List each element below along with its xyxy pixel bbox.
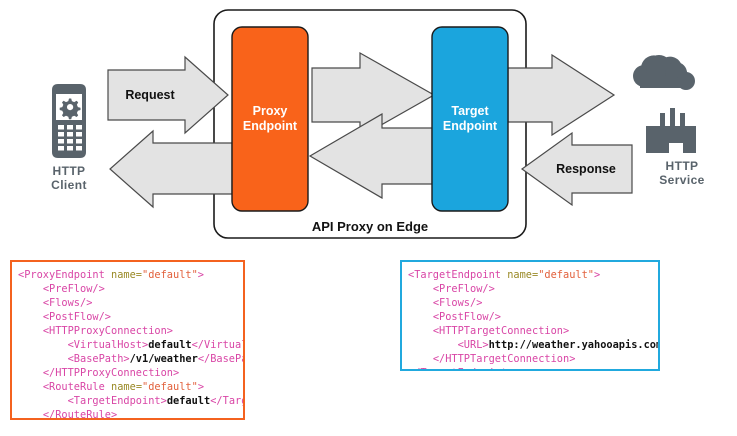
- http-service-node: HTTP Service: [633, 55, 705, 187]
- target-endpoint-box[interactable]: Target Endpoint: [431, 26, 509, 212]
- code-line: <VirtualHost>default</VirtualHost>: [18, 338, 243, 352]
- code-token-text: default: [166, 395, 211, 408]
- phone-keypad: [58, 125, 82, 151]
- code-token-tag: >: [594, 269, 601, 281]
- code-line: <PreFlow/>: [18, 282, 239, 296]
- code-line: <Flows/>: [18, 296, 239, 310]
- api-proxy-container: [213, 9, 527, 239]
- target-endpoint-label-line2: Endpoint: [443, 119, 498, 133]
- proxy-endpoint-box[interactable]: Proxy Endpoint: [231, 26, 309, 212]
- code-token-tag: <PostFlow/>: [432, 311, 502, 324]
- code-token-plain: [18, 381, 43, 393]
- http-client-label-line2: Client: [51, 178, 87, 192]
- code-line: </RouteRule>: [18, 408, 239, 420]
- target-to-proxy-arrow: [308, 112, 433, 200]
- code-token-plain: [18, 409, 43, 418]
- code-token-plain: [18, 325, 43, 337]
- http-client-node: HTTP Client: [51, 84, 87, 192]
- proxy-endpoint-label-line1: Proxy: [253, 104, 288, 118]
- code-token-tag: </HTTPProxyConnection>: [42, 367, 180, 380]
- code-line: </TargetEndpoint>: [408, 366, 654, 369]
- http-service-label-line2: Service: [659, 173, 705, 187]
- code-token-tag: </VirtualHost>: [191, 339, 243, 352]
- target-to-service-arrow: [507, 53, 616, 137]
- code-line: <PostFlow/>: [408, 310, 654, 324]
- cloud-factory-icon: [633, 55, 696, 153]
- code-token-text: /v1/weather: [129, 353, 198, 366]
- code-line: <PreFlow/>: [408, 282, 654, 296]
- code-token-plain: [18, 367, 43, 379]
- code-line: <TargetEndpoint>default</TargetEndpoint>: [18, 394, 243, 408]
- code-token-tag: <ProxyEndpoint: [18, 269, 111, 281]
- request-arrow-label: Request: [125, 88, 175, 102]
- code-token-tag: <BasePath>: [67, 353, 130, 366]
- code-line: <TargetEndpoint name="default">: [408, 268, 654, 282]
- code-token-tag: <HTTPProxyConnection>: [42, 325, 173, 338]
- proxy-endpoint-code-panel: <ProxyEndpoint name="default"> <PreFlow/…: [10, 260, 245, 420]
- code-token-plain: [18, 311, 43, 323]
- code-line: <RouteRule name="default">: [18, 380, 239, 394]
- target-endpoint-label-line1: Target: [451, 104, 489, 118]
- request-arrow: Request: [107, 55, 229, 135]
- code-token-plain: [408, 311, 433, 323]
- code-token-plain: [18, 395, 68, 407]
- code-line: <PostFlow/>: [18, 310, 239, 324]
- code-line: <HTTPProxyConnection>: [18, 324, 239, 338]
- code-token-tag: <URL>: [457, 339, 489, 352]
- target-endpoint-code-panel: <TargetEndpoint name="default"> <PreFlow…: [400, 260, 660, 371]
- code-token-tag: <PostFlow/>: [42, 311, 112, 324]
- code-token-attr: name=: [111, 269, 142, 281]
- code-token-plain: [408, 283, 433, 295]
- gear-icon: [59, 98, 81, 120]
- client-response-arrow: [109, 129, 233, 209]
- code-token-tag: <HTTPTargetConnection>: [432, 325, 570, 338]
- code-token-plain: [408, 297, 433, 309]
- code-token-tag: <TargetEndpoint>: [67, 395, 167, 408]
- code-token-plain: [18, 297, 43, 309]
- code-token-tag: >: [197, 269, 204, 281]
- code-token-tag: <TargetEndpoint: [408, 269, 508, 281]
- code-line: <URL>http://weather.yahooapis.com</URL>: [408, 338, 658, 352]
- code-token-plain: [408, 325, 433, 337]
- code-token-plain: [18, 283, 43, 295]
- code-line: <Flows/>: [408, 296, 654, 310]
- code-line: </HTTPProxyConnection>: [18, 366, 239, 380]
- code-token-tag: >: [197, 381, 205, 394]
- response-arrow-label: Response: [556, 162, 616, 176]
- code-token-plain: [18, 353, 68, 365]
- code-line: <ProxyEndpoint name="default">: [18, 268, 239, 282]
- code-token-tag: </TargetEndpoint>: [408, 367, 513, 369]
- code-token-tag: <VirtualHost>: [67, 339, 149, 352]
- code-token-tag: <Flows/>: [432, 297, 483, 310]
- code-line: </HTTPTargetConnection>: [408, 352, 654, 366]
- code-token-val: "default": [142, 269, 198, 281]
- code-token-tag: <Flows/>: [42, 297, 93, 310]
- code-token-tag: </BasePath>: [197, 353, 243, 366]
- code-token-tag: <PreFlow/>: [42, 283, 105, 296]
- code-line: <BasePath>/v1/weather</BasePath>: [18, 352, 243, 366]
- code-token-text: default: [148, 339, 192, 352]
- http-service-label-line1: HTTP: [666, 159, 699, 173]
- code-token-tag: <RouteRule: [42, 381, 112, 394]
- code-token-tag: <PreFlow/>: [432, 283, 495, 296]
- code-token-tag: </TargetEndpoint>: [210, 395, 243, 408]
- code-token-val: "default": [142, 381, 198, 394]
- code-token-attr: name=: [111, 381, 143, 394]
- api-proxy-flow-diagram: HTTP Client HTTP Service: [51, 9, 705, 239]
- proxy-endpoint-label-line2: Endpoint: [243, 119, 298, 133]
- code-token-tag: </RouteRule>: [42, 409, 118, 420]
- code-token-attr: name=: [507, 269, 539, 281]
- http-client-label-line1: HTTP: [53, 164, 86, 178]
- code-token-plain: [408, 353, 433, 365]
- response-arrow: Response: [520, 131, 633, 207]
- code-token-plain: [408, 339, 458, 351]
- code-token-tag: </HTTPTargetConnection>: [432, 353, 576, 366]
- proxy-to-target-arrow: [311, 51, 436, 139]
- code-token-val: "default": [538, 269, 594, 281]
- api-proxy-container-label: API Proxy on Edge: [312, 219, 428, 234]
- code-token-plain: [18, 339, 68, 351]
- code-line: <HTTPTargetConnection>: [408, 324, 654, 338]
- code-token-text: http://weather.yahooapis.com: [488, 339, 660, 352]
